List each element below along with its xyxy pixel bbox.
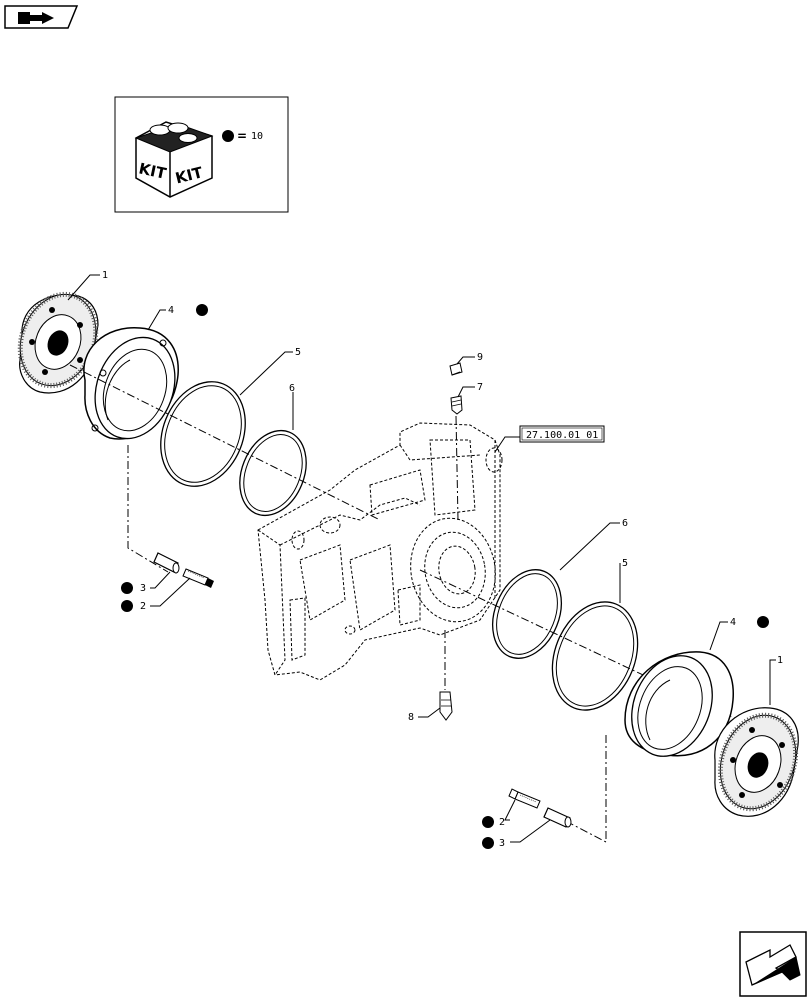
bolt-left	[182, 568, 214, 588]
previous-page-icon[interactable]	[4, 5, 79, 29]
bolt-right	[508, 788, 541, 809]
kit-bullet-3-right	[482, 837, 494, 849]
plug-9	[449, 362, 463, 376]
brake-piston-right	[624, 651, 734, 757]
callout-5-left: 5	[295, 347, 301, 358]
transmission-housing	[257, 422, 503, 681]
callout-1-right: 1	[777, 655, 783, 666]
callout-8: 8	[408, 712, 414, 723]
callout-5-right: 5	[622, 558, 628, 569]
seal-ring-left-5	[160, 381, 246, 487]
seal-ring-right-6	[492, 569, 562, 659]
kit-number: 10	[251, 131, 263, 142]
callout-4-right: 4	[730, 617, 736, 628]
callout-3-right: 3	[499, 838, 505, 849]
leader-lines	[67, 274, 776, 843]
kit-bullet-2-left	[121, 600, 133, 612]
kit-label-left: KIT	[137, 159, 168, 182]
callout-2-left: 2	[140, 601, 146, 612]
kit-legend-box: KIT KIT = 10	[114, 96, 289, 213]
kit-box-icon: KIT KIT	[134, 121, 214, 198]
kit-bullet-2-right	[482, 816, 494, 828]
callout-4-left: 4	[168, 305, 174, 316]
callout-3-left: 3	[140, 583, 146, 594]
pin-sleeve-right	[543, 807, 572, 828]
callout-6-right: 6	[622, 518, 628, 529]
kit-bullet-4-left	[196, 304, 208, 316]
reference-label: 27.100.01 01	[526, 430, 598, 441]
brake-disc-left	[17, 291, 99, 394]
callout-1-left: 1	[102, 270, 108, 281]
seal-ring-left-6	[239, 429, 307, 517]
kit-bullet-icon	[222, 130, 234, 142]
brake-piston-left	[83, 327, 179, 440]
kit-equals: =	[237, 129, 247, 143]
brake-disc-right	[714, 707, 799, 817]
fitting-8	[439, 691, 453, 721]
next-page-icon[interactable]	[739, 931, 807, 997]
callout-2-right: 2	[499, 817, 505, 828]
kit-bullet-4-right	[757, 616, 769, 628]
kit-bullet-3-left	[121, 582, 133, 594]
callout-9: 9	[477, 352, 483, 363]
reference-link[interactable]: 27.100.01 01	[519, 425, 605, 443]
seal-ring-right-5	[551, 601, 639, 711]
callout-6-left: 6	[289, 383, 295, 394]
callout-7: 7	[477, 382, 483, 393]
pin-sleeve-left	[153, 552, 180, 574]
fitting-7	[450, 395, 463, 415]
